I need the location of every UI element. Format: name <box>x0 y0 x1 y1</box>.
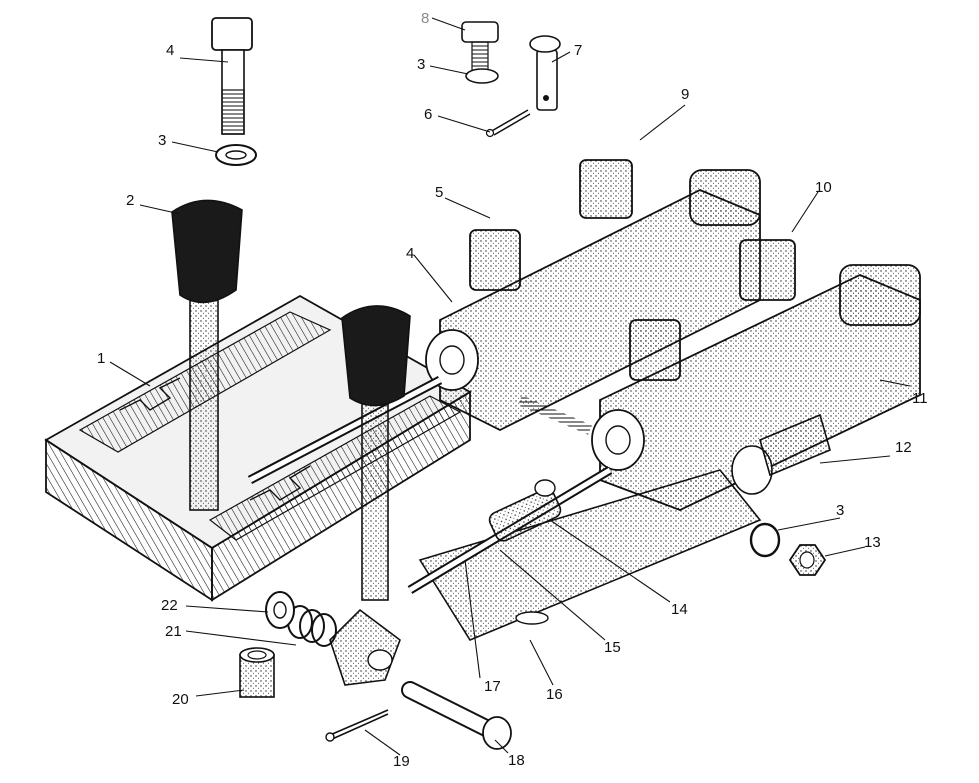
part-label-20: 20 <box>172 691 189 708</box>
part-label-11: 11 <box>912 390 928 407</box>
washer-3-left <box>215 144 257 166</box>
spring <box>287 605 337 647</box>
washer-3-right <box>749 522 781 558</box>
part-label-14: 14 <box>671 601 688 618</box>
part-label-3-right: 3 <box>836 502 845 519</box>
part-label-6: 6 <box>424 106 433 123</box>
cotter-pin-6 <box>485 109 531 138</box>
part-label-13: 13 <box>864 534 881 551</box>
washer-22 <box>265 591 295 629</box>
part-label-16: 16 <box>546 686 563 703</box>
valve-block-front <box>591 239 921 511</box>
part-label-4-left: 4 <box>166 42 175 59</box>
pin-7 <box>529 35 561 111</box>
part-label-7: 7 <box>574 42 583 59</box>
part-label-17: 17 <box>484 678 501 695</box>
bolt-8 <box>461 21 499 84</box>
bushing <box>239 647 275 698</box>
lever-left <box>171 199 243 511</box>
fork-clevis <box>488 479 562 542</box>
part-label-2: 2 <box>126 192 135 209</box>
part-label-3-top: 3 <box>417 56 426 73</box>
part-label-15: 15 <box>604 639 621 656</box>
part-label-5: 5 <box>435 184 444 201</box>
leader-lines <box>109 17 911 756</box>
part-label-8: 8 <box>421 10 430 27</box>
cotter-pin-19 <box>325 709 389 742</box>
part-label-12: 12 <box>895 439 912 456</box>
part-label-9: 9 <box>681 86 690 103</box>
part-label-18: 18 <box>508 752 525 769</box>
part-label-22: 22 <box>161 597 178 614</box>
pin-18 <box>401 681 512 750</box>
part-label-10: 10 <box>815 179 832 196</box>
valve-block-rear <box>425 159 761 432</box>
part-label-4-right: 4 <box>406 245 415 262</box>
part-label-21: 21 <box>165 623 182 640</box>
link-end <box>329 608 401 686</box>
part-label-1: 1 <box>97 350 106 367</box>
bolt-4-left <box>211 17 253 135</box>
nut-13 <box>788 544 827 576</box>
lever-right <box>341 305 411 601</box>
part-label-3-left: 3 <box>158 132 167 149</box>
part-label-19: 19 <box>393 753 410 770</box>
base-plate <box>418 469 762 641</box>
